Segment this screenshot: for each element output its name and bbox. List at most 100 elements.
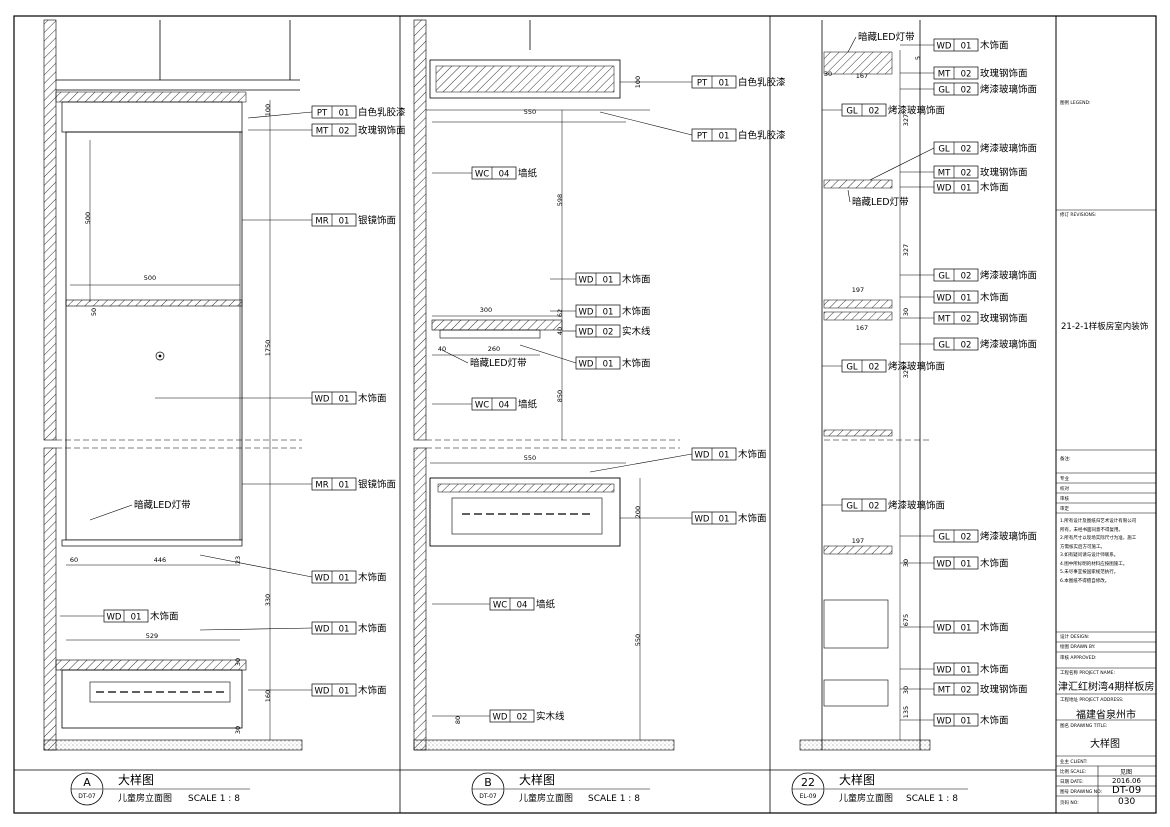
- dimension-value: 40: [556, 327, 564, 335]
- material-code: PT: [317, 109, 328, 119]
- note-line: 1.所有设计及图纸归艺术设计有限公司: [1060, 519, 1137, 524]
- callout-box: [933, 165, 979, 179]
- material-code: MT: [316, 127, 329, 137]
- panel-subtitle: 儿童房立面图: [519, 792, 573, 804]
- material-name: 木饰面: [150, 611, 179, 623]
- material-code: WD: [579, 328, 594, 338]
- shelf: [823, 179, 893, 189]
- dimension-value: 80: [454, 716, 462, 724]
- dimension-value: 500: [84, 212, 92, 224]
- material-name: 烤漆玻璃饰面: [980, 270, 1037, 282]
- wall-hatch: [43, 19, 57, 441]
- knob: [155, 351, 165, 361]
- dimension-value: 550: [524, 454, 536, 462]
- floor: [799, 739, 931, 751]
- material-number: 02: [961, 533, 972, 543]
- glass-panel: [823, 51, 893, 75]
- dimension-value: 500: [144, 274, 156, 282]
- material-code: MT: [938, 686, 951, 696]
- material-code: GL: [938, 533, 950, 543]
- callout-box: [933, 268, 979, 282]
- shelf: [823, 311, 893, 321]
- dimension-value: 160: [264, 690, 272, 702]
- note-line: 6.本图纸不得擅自修改。: [1060, 578, 1110, 584]
- leader-line: [89, 504, 133, 521]
- material-code: GL: [938, 272, 950, 282]
- mirror-panel: [65, 131, 243, 541]
- material-code: GL: [846, 363, 858, 373]
- callout-box: [471, 397, 517, 411]
- material-code: WD: [315, 574, 330, 584]
- client-label: 业主 CLIENT:: [1060, 760, 1088, 765]
- drawing-no-label: 图号 DRAWING NO:: [1060, 790, 1103, 795]
- material-name: 木饰面: [980, 182, 1009, 194]
- material-name: 银镜饰面: [358, 215, 396, 227]
- material-name: 墙纸: [518, 168, 538, 180]
- note-line: 2.所有尺寸以现场实际尺寸为准，施工: [1060, 536, 1137, 541]
- callout-box: [933, 662, 979, 676]
- material-number: 02: [869, 502, 880, 512]
- date-value: 2016.06: [1112, 777, 1141, 785]
- callout-box: [933, 290, 979, 304]
- material-code: MT: [938, 315, 951, 325]
- checked-label: 审核 APPROVED:: [1060, 656, 1097, 661]
- material-number: 01: [339, 687, 350, 697]
- material-name: 木饰面: [358, 572, 387, 584]
- row-label: 审定: [1060, 507, 1069, 512]
- remarks-label: 备注:: [1060, 457, 1071, 462]
- callout-box: [691, 128, 737, 142]
- dimension-value: 197: [852, 286, 864, 294]
- material-name: 墙纸: [536, 599, 556, 611]
- drawing-no: DT-09: [1112, 785, 1142, 796]
- dimension-value: 167: [856, 324, 868, 332]
- material-name: 木饰面: [738, 449, 767, 461]
- material-number: 01: [339, 481, 350, 491]
- dimension-value: 330: [264, 594, 272, 606]
- material-name: 木饰面: [980, 664, 1009, 676]
- material-callout: WD 01 木饰面: [199, 554, 387, 584]
- leader-line: [869, 147, 935, 181]
- bench-frame: [55, 659, 247, 671]
- material-name: 玫瑰钢饰面: [358, 125, 406, 137]
- row-label: 审核: [1060, 497, 1069, 502]
- material-code: MR: [315, 481, 328, 491]
- material-name: 木饰面: [980, 292, 1009, 304]
- callout-box: [311, 391, 357, 405]
- material-number: 01: [961, 294, 972, 304]
- panel-a-elevation: [43, 19, 303, 751]
- callout-box: [691, 447, 737, 461]
- dimension-value: 30: [234, 658, 242, 666]
- callout-box: [841, 103, 887, 117]
- callout-box: [311, 477, 357, 491]
- dimension-value: 446: [154, 556, 166, 564]
- material-number: 01: [719, 132, 730, 142]
- dimension-value: 200: [634, 506, 642, 518]
- floor: [413, 739, 675, 751]
- callout-box: [311, 105, 357, 119]
- material-name: 实木线: [622, 326, 651, 338]
- material-name: 木饰面: [622, 306, 651, 318]
- material-number: 01: [339, 574, 350, 584]
- material-number: 01: [961, 717, 972, 727]
- panel-scale: SCALE 1 : 8: [188, 794, 240, 804]
- callout-box: [933, 38, 979, 52]
- panel-scale: SCALE 1 : 8: [906, 794, 958, 804]
- material-code: WD: [493, 713, 508, 723]
- dimension-value: 100: [264, 104, 272, 116]
- material-code: WD: [937, 42, 952, 52]
- dimension-value: 675: [902, 614, 910, 626]
- note-line: 3.如有疑问请与设计师联系。: [1060, 553, 1119, 558]
- material-code: PT: [697, 132, 708, 142]
